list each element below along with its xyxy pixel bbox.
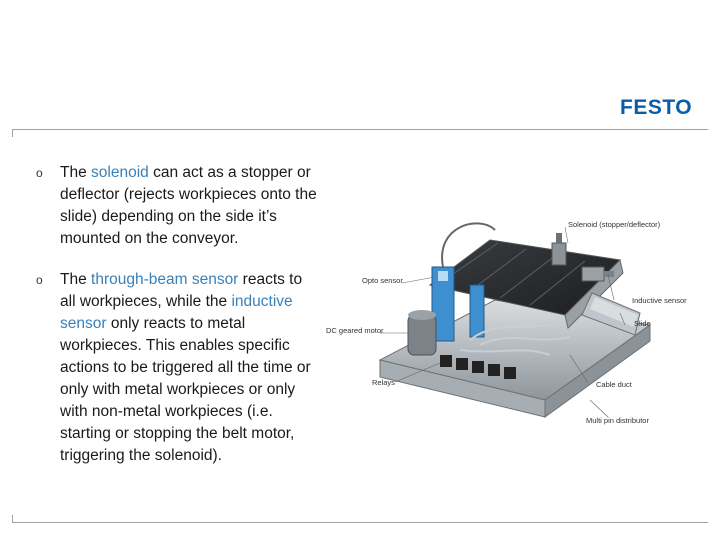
callout-multi-pin-distributor: Multi pin distributor <box>586 416 649 425</box>
bullet-list: o The solenoid can act as a stopper or d… <box>36 162 321 486</box>
term-through-beam-sensor: through-beam sensor <box>91 271 239 288</box>
text: The <box>60 164 92 181</box>
callout-solenoid: Solenoid (stopper/deflector) <box>568 220 661 229</box>
slide <box>581 292 641 336</box>
bullet-sensors: o The through-beam sensor reacts to all … <box>36 269 321 467</box>
bullet-marker: o <box>36 273 43 287</box>
text: can act as a stopper or deflector (rejec… <box>60 164 317 247</box>
cables <box>459 324 571 356</box>
callout-opto-sensor: Opto sensor <box>362 276 403 285</box>
term-solenoid: solenoid <box>91 164 149 181</box>
callout-cable-duct: Cable duct <box>596 380 633 389</box>
opto-sensor <box>431 222 496 342</box>
solenoid <box>551 233 567 266</box>
term-inductive-sensor: inductive sensor <box>60 293 293 332</box>
left-tick-top <box>12 129 13 137</box>
callout-inductive-sensor: Inductive sensor <box>632 296 687 305</box>
conveyor-station-figure: Solenoid (stopper/deflector) Opto sensor… <box>326 220 687 425</box>
callout-lines <box>380 226 626 418</box>
text: only reacts to metal workpieces. This en… <box>60 315 311 464</box>
bullet-solenoid: o The solenoid can act as a stopper or d… <box>36 162 321 250</box>
festo-logo: FESTO <box>620 96 692 117</box>
dc-motor <box>407 310 437 356</box>
header-rule <box>12 129 708 130</box>
text: reacts to all workpieces, while the <box>60 271 303 310</box>
inductive-sensor <box>581 266 614 282</box>
left-tick-bottom <box>12 515 13 523</box>
callout-relays: Relays <box>372 378 395 387</box>
footer-rule <box>12 522 708 523</box>
text: The <box>60 271 92 288</box>
relay-block <box>440 355 516 379</box>
festo-logo-text: FESTO <box>620 96 692 117</box>
callout-dc-motor: DC geared motor <box>326 326 384 335</box>
callout-slide: Slide <box>634 319 651 328</box>
bullet-marker: o <box>36 166 43 180</box>
